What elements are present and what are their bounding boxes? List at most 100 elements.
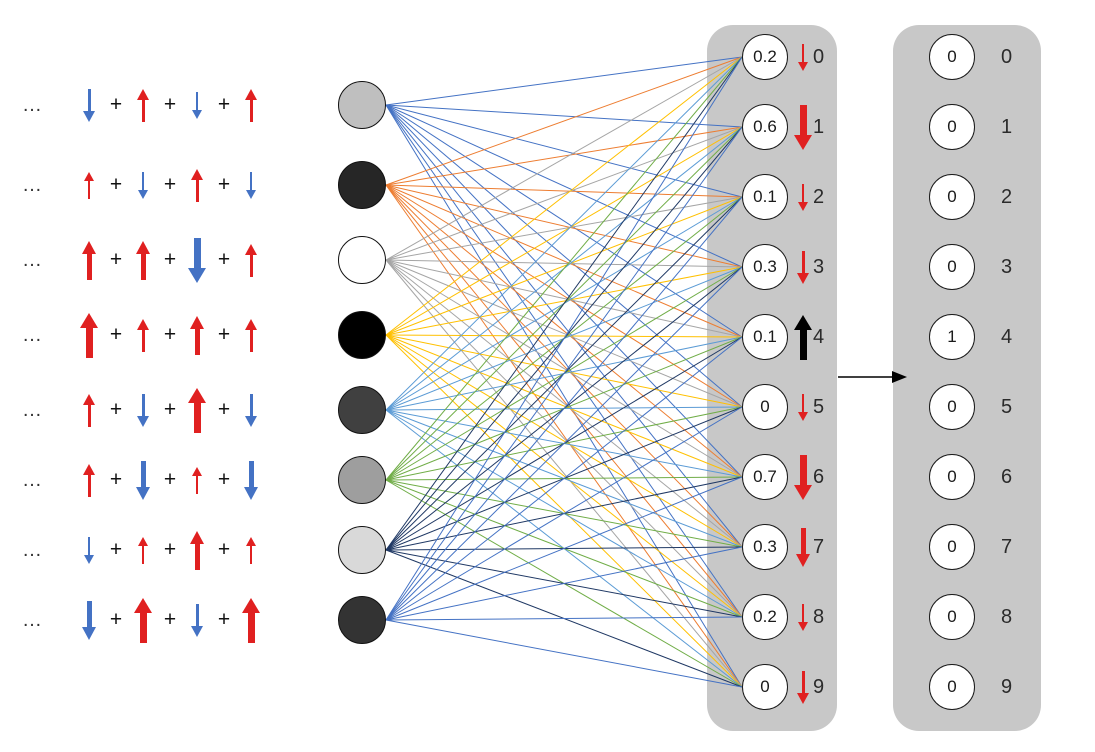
input-neuron — [338, 596, 386, 644]
arrow-slot — [182, 237, 212, 283]
up-arrow-icon — [134, 597, 152, 643]
down-arrow-icon — [797, 250, 809, 284]
arrow-slot — [128, 536, 158, 564]
arrow-slot — [128, 240, 158, 280]
hidden-node-circle: 0 — [742, 384, 788, 430]
down-arrow-icon — [84, 536, 94, 564]
down-arrow-icon — [796, 527, 810, 567]
plus-sign: + — [217, 173, 231, 196]
hidden-node-label: 5 — [813, 396, 825, 418]
down-arrow-icon — [83, 88, 95, 122]
up-arrow-icon — [190, 530, 204, 570]
plus-sign: + — [163, 608, 177, 631]
output-node-value: 0 — [947, 467, 957, 486]
hidden-node-trend — [792, 393, 814, 421]
input-neuron — [338, 81, 386, 129]
down-arrow-icon — [244, 460, 258, 500]
hidden-node-circle: 0.6 — [742, 104, 788, 150]
plus-sign: + — [217, 93, 231, 116]
arrow-slot — [128, 318, 158, 352]
up-arrow-icon — [84, 171, 94, 199]
arrow-slot — [236, 536, 266, 564]
up-arrow-icon — [245, 318, 257, 352]
plus-sign: + — [217, 323, 231, 346]
arrow-slot — [74, 171, 104, 199]
output-node-value: 0 — [947, 187, 957, 206]
plus-sign: + — [109, 538, 123, 561]
arrow-slot — [182, 91, 212, 119]
up-arrow-icon — [188, 387, 206, 433]
output-node-value: 0 — [947, 117, 957, 136]
hidden-node-label: 1 — [813, 116, 825, 138]
arrow-slot — [74, 536, 104, 564]
layer-transition-arrow-icon — [838, 371, 907, 383]
arrow-slot — [128, 393, 158, 427]
input-sum-row: …+++ — [22, 523, 266, 577]
hidden-node-trend — [792, 250, 814, 284]
output-node-circle: 0 — [929, 594, 975, 640]
output-node-label: 9 — [1001, 676, 1013, 698]
hidden-node-circle: 0.3 — [742, 524, 788, 570]
output-node-circle: 0 — [929, 34, 975, 80]
down-arrow-icon — [192, 91, 202, 119]
hidden-node-circle: 0 — [742, 664, 788, 710]
ellipsis-label: … — [22, 323, 43, 346]
output-node-value: 0 — [947, 397, 957, 416]
down-arrow-icon — [137, 393, 149, 427]
plus-sign: + — [163, 248, 177, 271]
up-arrow-icon — [794, 314, 812, 360]
arrow-slot — [182, 315, 212, 355]
arrow-slot — [236, 171, 266, 199]
output-node-value: 1 — [947, 327, 957, 346]
up-arrow-icon — [191, 168, 203, 202]
up-arrow-icon — [136, 240, 150, 280]
arrow-slot — [128, 171, 158, 199]
hidden-node-trend — [792, 104, 814, 150]
output-node-circle: 0 — [929, 454, 975, 500]
output-node-label: 8 — [1001, 606, 1013, 628]
output-node-value: 0 — [947, 257, 957, 276]
hidden-node-value: 0.2 — [753, 607, 777, 626]
plus-sign: + — [217, 248, 231, 271]
hidden-node-trend — [792, 670, 814, 704]
output-node-value: 0 — [947, 537, 957, 556]
arrow-slot — [128, 597, 158, 643]
arrow-slot — [236, 318, 266, 352]
output-node-label: 6 — [1001, 466, 1013, 488]
output-node-circle: 0 — [929, 384, 975, 430]
input-neuron — [338, 161, 386, 209]
input-sum-row: …+++ — [22, 308, 266, 362]
output-node-label: 7 — [1001, 536, 1013, 558]
plus-sign: + — [217, 398, 231, 421]
hidden-node-value: 0.3 — [753, 257, 777, 276]
down-arrow-icon — [797, 670, 809, 704]
hidden-node-label: 8 — [813, 606, 825, 628]
hidden-node-trend — [792, 454, 814, 500]
hidden-node-circle: 0.2 — [742, 594, 788, 640]
up-arrow-icon — [82, 240, 96, 280]
down-arrow-icon — [794, 454, 812, 500]
hidden-node-value: 0.1 — [753, 327, 777, 346]
up-arrow-icon — [245, 88, 257, 122]
up-arrow-icon — [246, 536, 256, 564]
ellipsis-label: … — [22, 248, 43, 271]
hidden-node-label: 7 — [813, 536, 825, 558]
down-arrow-icon — [798, 183, 808, 211]
output-node-value: 0 — [947, 47, 957, 66]
down-arrow-icon — [136, 460, 150, 500]
ellipsis-label: … — [22, 608, 43, 631]
arrow-slot — [182, 603, 212, 637]
down-arrow-icon — [82, 600, 96, 640]
input-sum-row: …+++ — [22, 78, 266, 132]
down-arrow-icon — [794, 104, 812, 150]
arrow-slot — [182, 466, 212, 494]
hidden-node-value: 0.6 — [753, 117, 777, 136]
input-sum-row: …+++ — [22, 158, 266, 212]
hidden-node-value: 0.7 — [753, 467, 777, 486]
up-arrow-icon — [80, 312, 98, 358]
hidden-node-circle: 0.2 — [742, 34, 788, 80]
plus-sign: + — [163, 538, 177, 561]
down-arrow-icon — [138, 171, 148, 199]
plus-sign: + — [163, 398, 177, 421]
